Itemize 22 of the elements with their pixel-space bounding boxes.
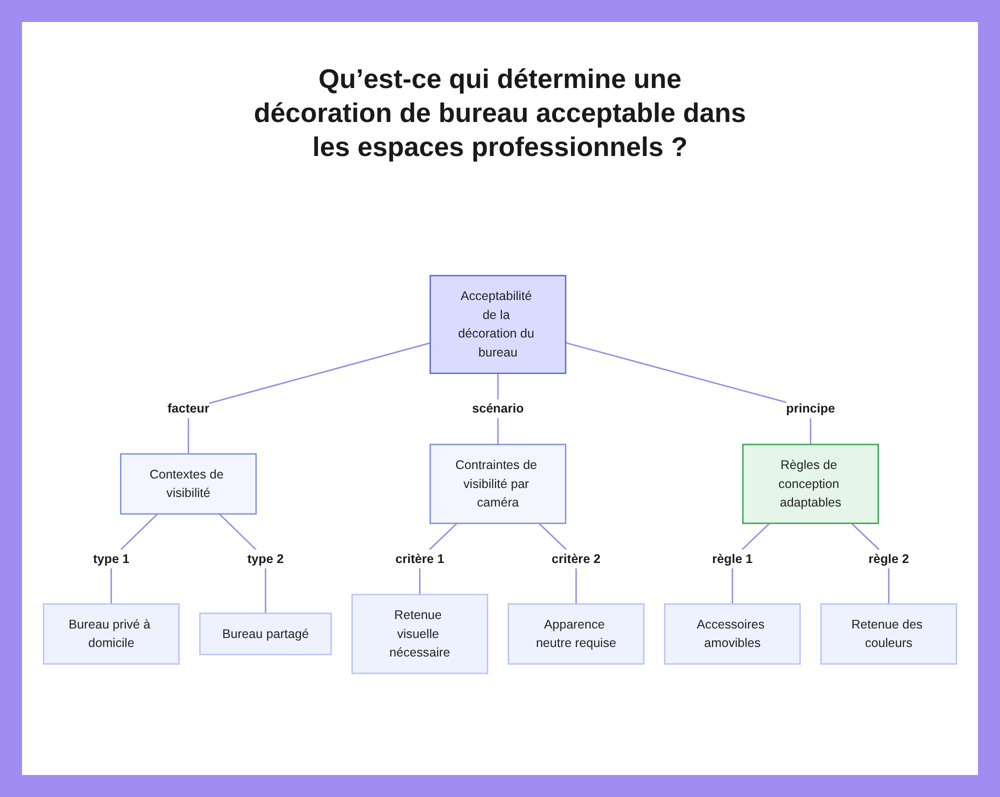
title: Qu’est-ce qui détermine une décoration de bureau acceptable dans les espaces professionnels ? [252,63,748,164]
node-box: Accessoires amovibles [664,603,801,665]
edge-label: règle 2 [868,552,909,566]
node-box: Retenue des couleurs [820,603,958,665]
edge-label: règle 1 [712,552,753,566]
edge-label: type 2 [247,552,284,566]
node-box: Bureau partagé [199,612,332,656]
node-box: Bureau privé à domicile [42,603,180,665]
node-box: Retenue visuelle nécessaire [351,594,488,674]
node-box: Acceptabilité de la décoration du bureau [430,274,566,374]
node-box: Contextes de visibilité [120,453,257,515]
edge-label: principe [786,402,835,416]
edge-label: type 1 [93,552,130,566]
edge-label: facteur [167,402,210,416]
edge-label: scénario [472,402,524,416]
node-box: Contraintes de visibilité par caméra [430,444,566,524]
edge-label: critère 1 [395,552,444,566]
node-box: Règles de conception adaptables [742,444,879,524]
connector [188,342,430,454]
connector [565,342,812,444]
edge-label: critère 2 [552,552,601,566]
node-box: Apparence neutre requise [508,603,644,665]
